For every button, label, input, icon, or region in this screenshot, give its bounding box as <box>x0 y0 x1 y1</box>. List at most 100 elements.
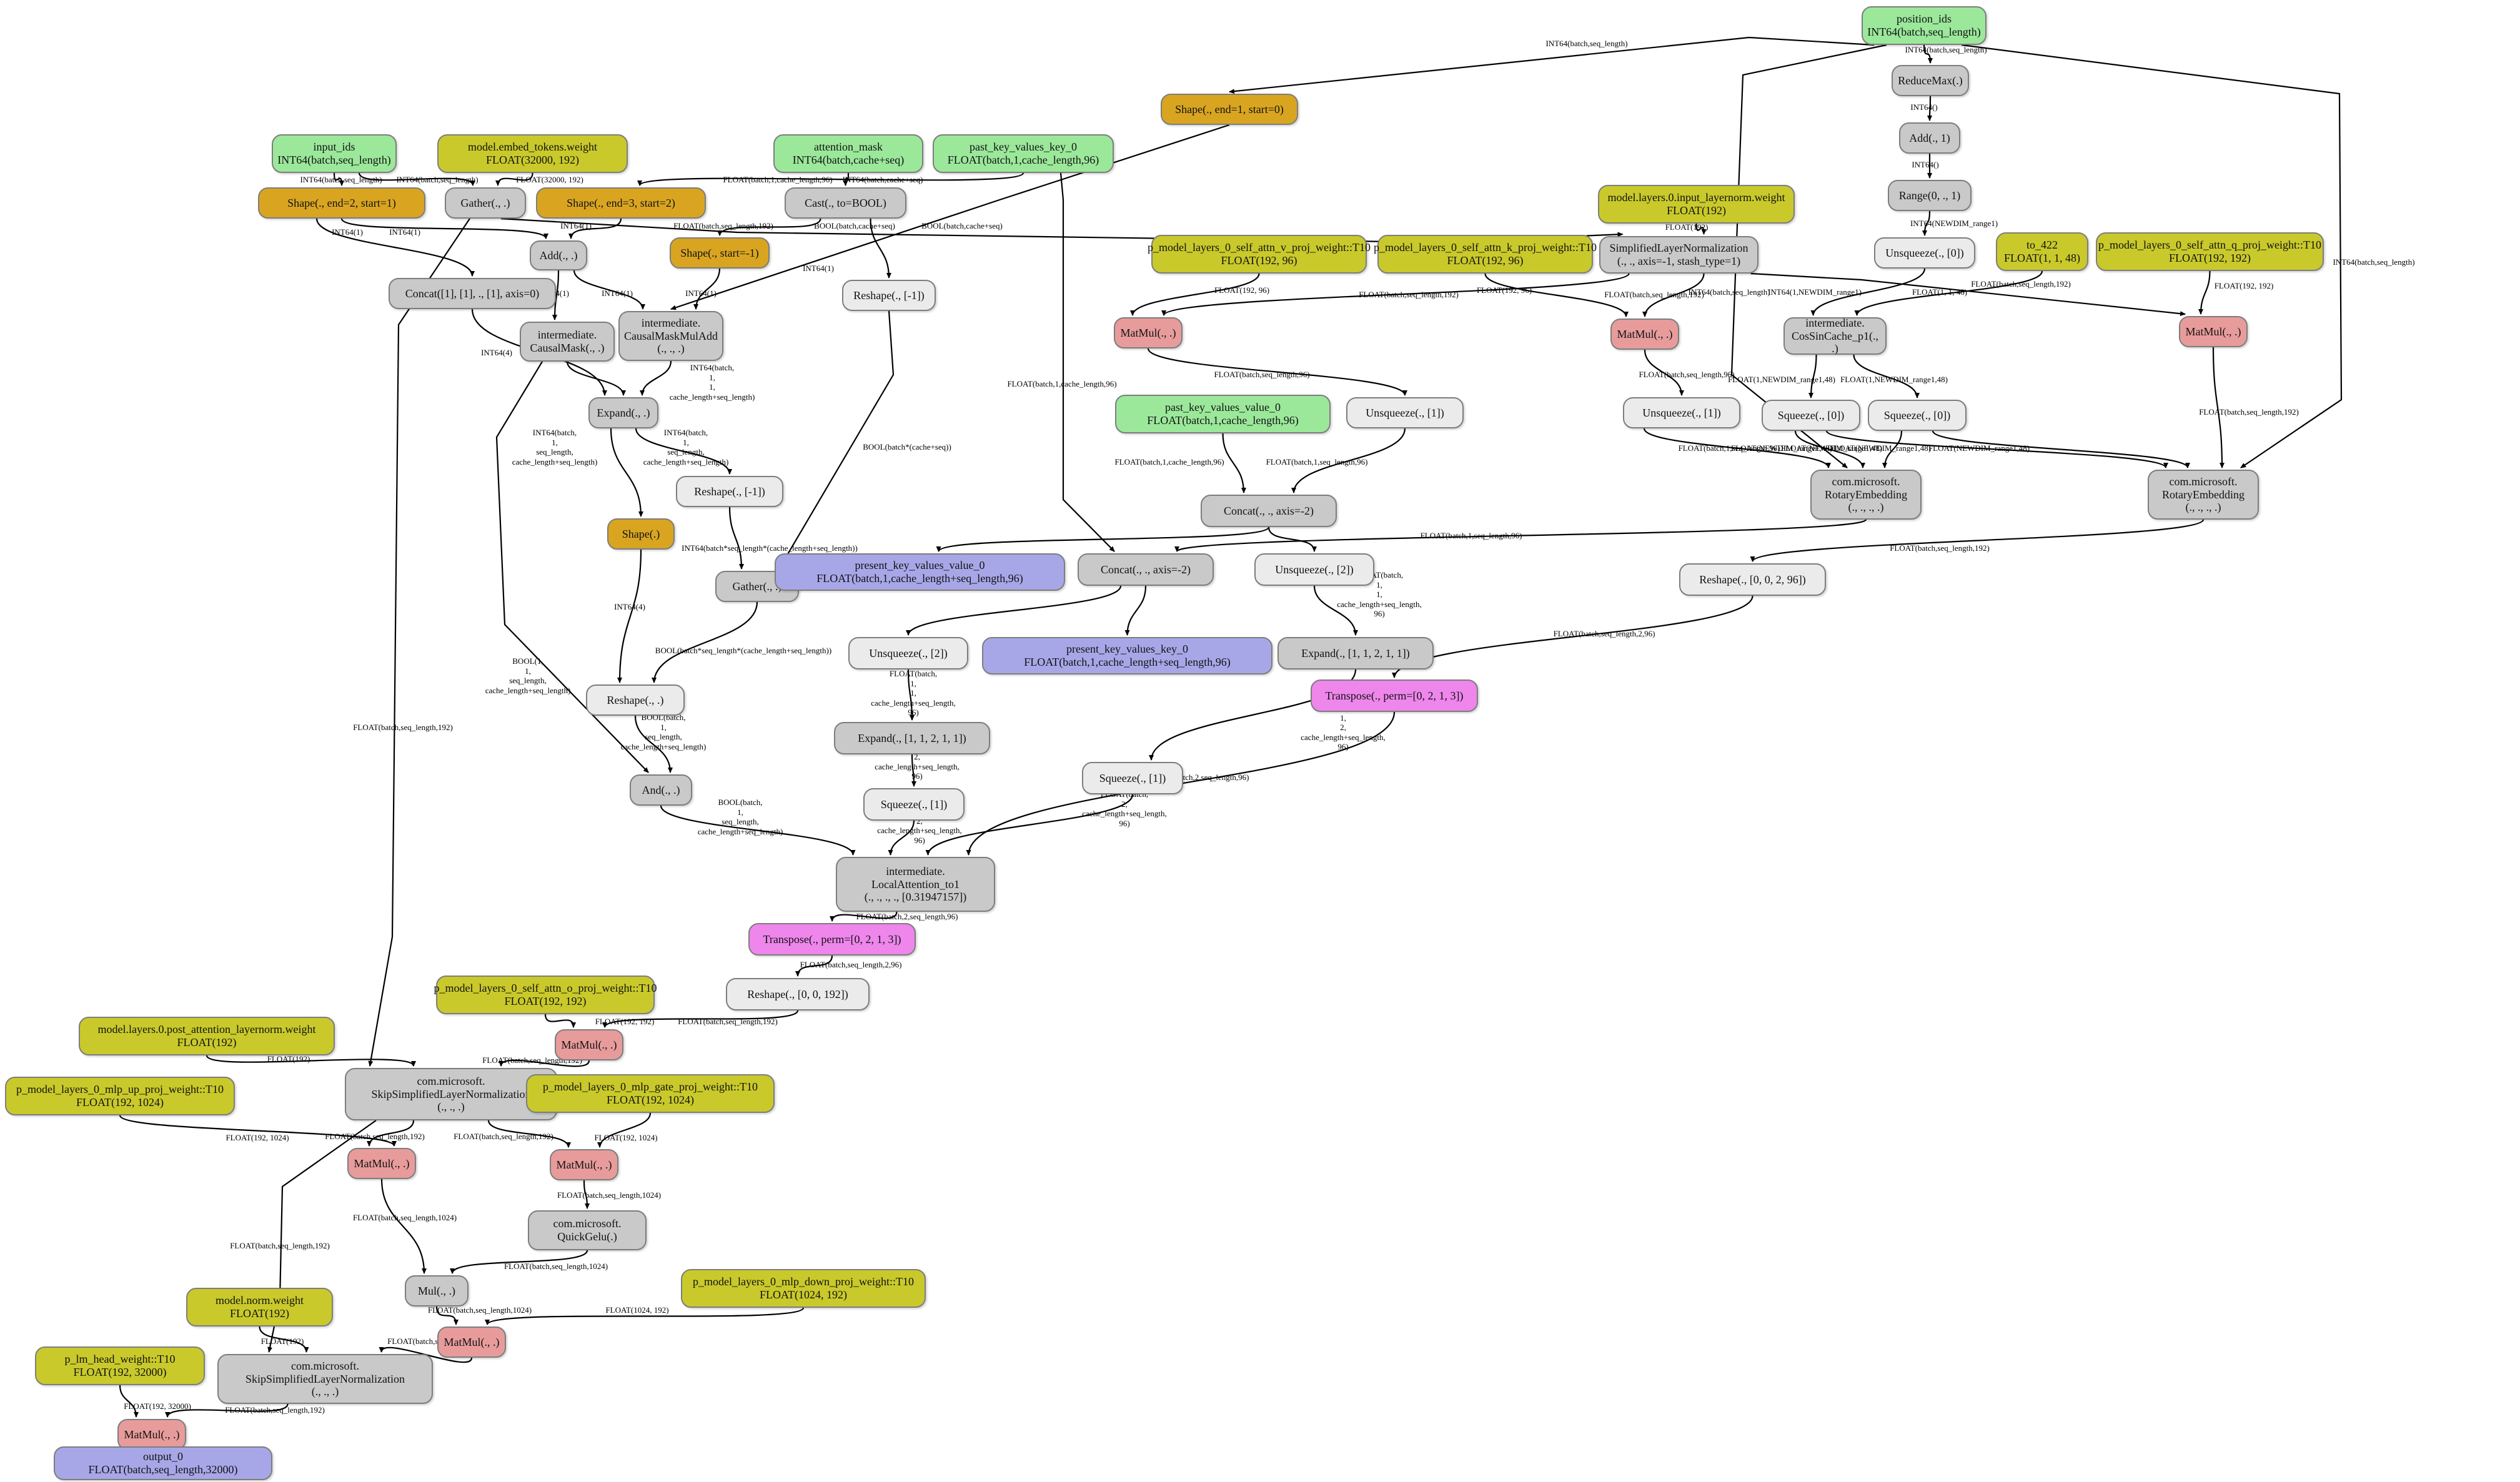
node-present_v: present_key_values_value_0 FLOAT(batch,1… <box>775 553 1065 591</box>
edge-add2-to-cmma <box>573 270 645 310</box>
edge-post_ln_w-to-ssln1 <box>206 1055 416 1067</box>
edge-label: INT64(batch, 1, 1, cache_length+seq_leng… <box>669 362 755 402</box>
edge-label: INT64(1) <box>389 227 420 237</box>
edge-sq_cos-to-rot_r <box>1825 430 2168 468</box>
edge-qw-to-mm_q <box>2198 270 2211 315</box>
edge-label: FLOAT(batch,seq_length,1024) <box>427 1305 532 1315</box>
edge-vw-to-mm_v <box>1130 273 1260 316</box>
edge-cast-to-shapem1 <box>717 218 821 236</box>
node-reducemax: ReduceMax(.) <box>1892 65 1969 96</box>
edge-unsq_pos-to-cossin <box>1810 268 1926 316</box>
edge-label: INT64(1) <box>602 289 633 299</box>
edge-norm_w-to-ssln2 <box>259 1326 309 1353</box>
edge-expand1-to-shape_dot <box>610 428 643 517</box>
edge-label: FLOAT(192, 96) <box>1476 285 1532 295</box>
node-sq_sin: Squeeze(., [0]) <box>1868 400 1967 431</box>
edge-mm_o-to-ssln1 <box>499 1059 590 1067</box>
node-attn_mask: attention_mask INT64(batch,cache+seq) <box>773 134 923 173</box>
node-range: Range(0, ., 1) <box>1888 180 1972 211</box>
edge-label: FLOAT(192, 1024) <box>226 1133 289 1143</box>
edge-pos-to-shape10 <box>1229 36 1875 94</box>
node-cossin: intermediate. CosSinCache_p1(., .) <box>1783 317 1887 355</box>
edge-label: FLOAT(192) <box>267 1054 310 1064</box>
edge-label: FLOAT(NEWDIM_range1,48) <box>1730 443 1833 453</box>
edge-label: FLOAT(192) <box>1665 222 1709 232</box>
edge-label: FLOAT(192, 32000) <box>124 1401 191 1411</box>
node-resh_a: Reshape(., [-1]) <box>842 280 936 311</box>
node-resh_q: Reshape(., [0, 0, 2, 96]) <box>1679 563 1826 596</box>
edge-label: FLOAT(batch,seq_length,192) <box>1604 290 1704 300</box>
edge-cmask-to-expand1 <box>566 361 626 396</box>
edge-label: INT64(batch,seq_length) <box>396 175 479 185</box>
node-resh_o: Reshape(., [0, 0, 192]) <box>726 978 870 1010</box>
edge-concat_k-to-unsq2_k <box>906 585 1122 636</box>
edge-label: INT64(batch,seq_length) <box>1688 287 1770 297</box>
node-add1: Add(., 1) <box>1899 122 1960 154</box>
edge-gather1-to-ssln1 <box>368 218 470 1067</box>
node-expand1: Expand(., .) <box>588 397 658 428</box>
edge-ow-to-mm_o <box>544 1014 576 1028</box>
edge-gate_w-to-mm_gate <box>597 1112 652 1148</box>
node-expand_v: Expand(., [1, 1, 2, 1, 1]) <box>1277 637 1434 669</box>
edge-label: FLOAT(1,NEWDIM_range1,48) <box>1728 375 1835 385</box>
edge-label: FLOAT(batch,seq_length,192) <box>2199 407 2299 417</box>
node-cast: Cast(., to=BOOL) <box>785 187 906 219</box>
node-mm_up: MatMul(., .) <box>347 1148 416 1179</box>
node-unsq_k: Unsqueeze(., [1]) <box>1623 397 1740 428</box>
edge-label: FLOAT(batch,1,cache_length,96) <box>723 175 833 185</box>
node-resh_b: Reshape(., [-1]) <box>676 476 783 507</box>
edge-concat_v-to-unsq2_v <box>1267 526 1317 552</box>
edge-label: INT64(batch,cache+seq) <box>842 175 923 185</box>
edge-label: INT64(batch*seq_length*(cache_length+seq… <box>682 543 858 553</box>
node-mul: Mul(., .) <box>405 1275 469 1307</box>
edge-label: INT64(4) <box>614 602 645 612</box>
edge-mm_up-to-mul <box>380 1178 427 1274</box>
edge-concat_k-to-present_k <box>1124 585 1147 636</box>
edge-range-to-unsq_pos <box>1922 210 1931 236</box>
node-ow: p_model_layers_0_self_attn_o_proj_weight… <box>434 976 657 1014</box>
edge-sq_cos-to-rot_l <box>1794 430 1865 468</box>
edge-label: FLOAT(batch,seq_length,192) <box>482 1055 582 1065</box>
edge-label: FLOAT(batch, 2, cache_length+seq_length,… <box>1082 789 1167 828</box>
node-quickgelu: com.microsoft. QuickGelu(.) <box>528 1210 647 1250</box>
node-ssln2: com.microsoft. SkipSimplifiedLayerNormal… <box>217 1354 433 1404</box>
node-shape32: Shape(., end=3, start=2) <box>536 187 706 219</box>
edge-sq_k-to-latt <box>888 820 915 856</box>
edge-label: INT64(1) <box>560 221 592 231</box>
edge-label: INT64(batch, 1, seq_length, cache_length… <box>643 427 729 467</box>
edge-concat_v-to-present_v <box>936 526 1270 553</box>
edge-lnw-to-sln <box>1695 223 1707 235</box>
node-norm_w: model.norm.weight FLOAT(192) <box>186 1288 333 1326</box>
edge-shape10-to-cmma <box>670 124 1230 310</box>
edge-resh_a-to-gather2 <box>778 310 895 570</box>
edge-mul-to-mm_down <box>435 1306 459 1325</box>
node-rot_l: com.microsoft. RotaryEmbedding (., ., .,… <box>1810 470 1922 520</box>
node-past_v: past_key_values_value_0 FLOAT(batch,1,ca… <box>1115 395 1331 433</box>
edge-sq_v-to-latt <box>925 794 1134 856</box>
edge-label: FLOAT(192) <box>260 1336 304 1346</box>
edge-label: FLOAT(batch,seq_length,192) <box>230 1241 330 1251</box>
edge-label: INT64(NEWDIM_range1) <box>1910 219 1998 229</box>
edge-label: FLOAT(batch,seq_length,192) <box>325 1132 425 1142</box>
node-unsq2_k: Unsqueeze(., [2]) <box>848 637 968 669</box>
node-concat0: Concat([1], [1], ., [1], axis=0) <box>389 278 556 309</box>
edge-cossin-to-sq_cos <box>1808 354 1817 398</box>
node-transpose_o: Transpose(., perm=[0, 2, 1, 3]) <box>748 923 916 956</box>
edge-label: BOOL(batch, 1, seq_length, cache_length+… <box>620 712 707 751</box>
edge-rot_l-to-concat_k <box>1174 518 1867 553</box>
edge-label: FLOAT(batch,seq_length,192) <box>1890 543 1990 553</box>
node-present_k: present_key_values_key_0 FLOAT(batch,1,c… <box>982 637 1272 674</box>
edge-label: FLOAT(batch,1,seq_length,96) <box>1678 443 1780 453</box>
edge-sln-to-mm_q <box>1750 272 2186 317</box>
node-expand_k: Expand(., [1, 1, 2, 1, 1]) <box>834 722 990 754</box>
node-shapem1: Shape(., start=-1) <box>670 237 770 269</box>
edge-label: FLOAT(batch,seq_length,2,96) <box>1553 629 1655 639</box>
edge-past_v-to-concat_v <box>1222 433 1246 493</box>
edge-label: FLOAT(NEWDIM_range1,48) <box>1928 443 2030 453</box>
node-post_ln_w: model.layers.0.post_attention_layernorm.… <box>79 1017 335 1055</box>
node-gate_w: p_model_layers_0_mlp_gate_proj_weight::T… <box>526 1074 775 1113</box>
edge-expand_k-to-sq_k <box>911 754 916 787</box>
edge-label: INT64(1) <box>685 289 717 299</box>
edge-label: FLOAT(batch,seq_length,192) <box>1971 279 2071 289</box>
edge-label: FLOAT(batch,seq_length,1024) <box>504 1262 608 1272</box>
